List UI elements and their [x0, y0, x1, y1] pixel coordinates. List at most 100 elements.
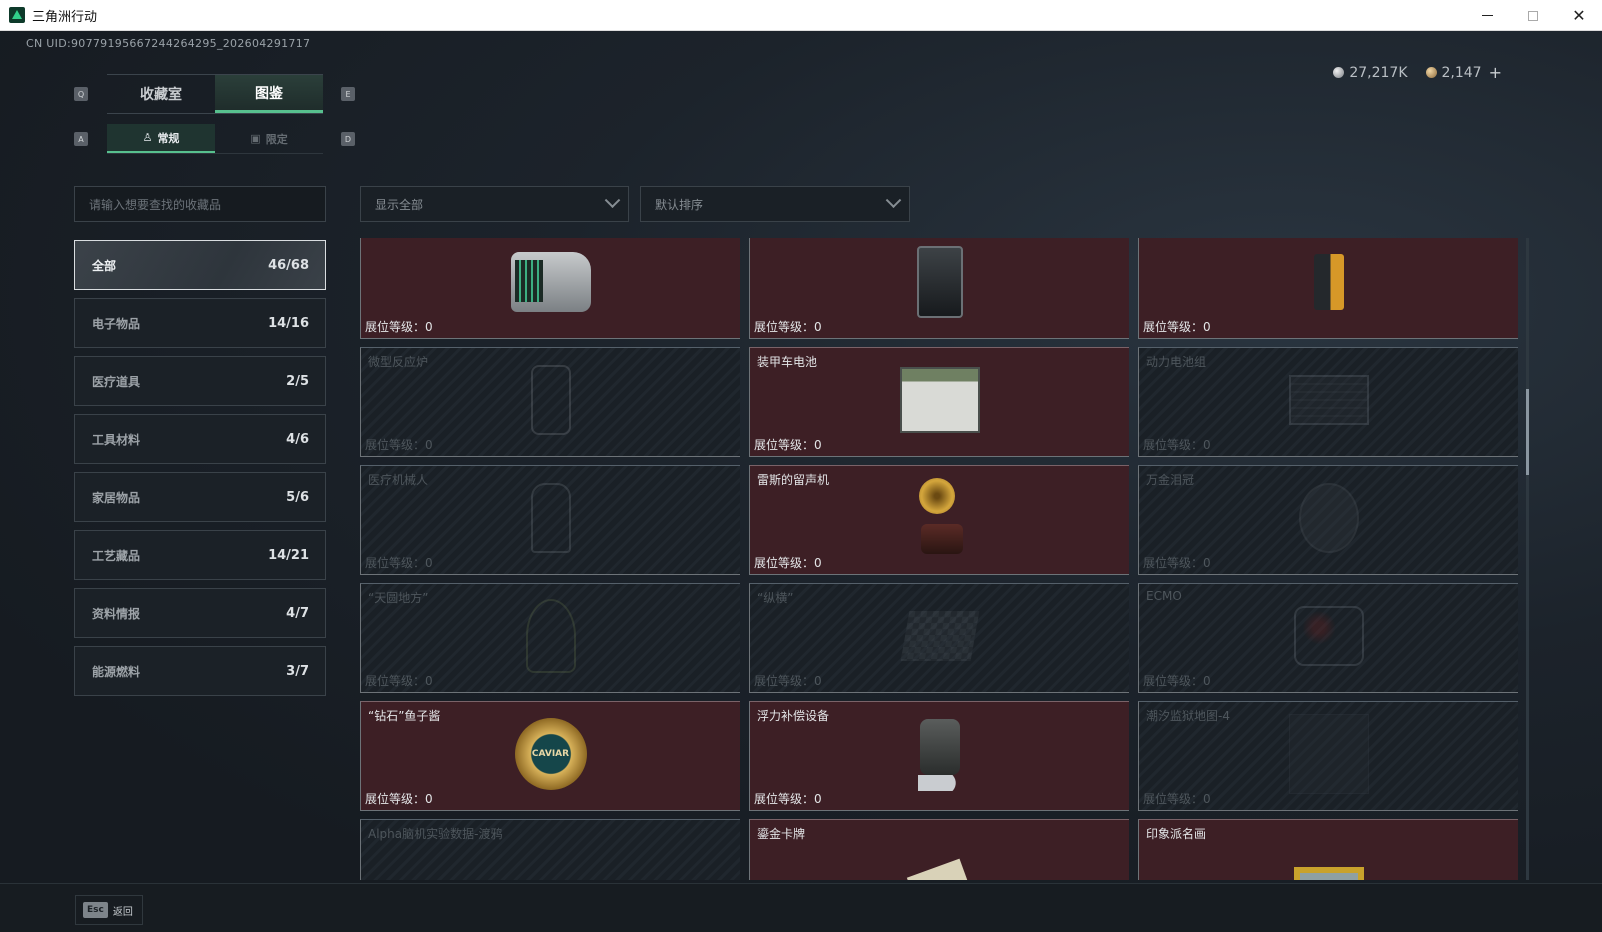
- battery-icon: [899, 367, 980, 433]
- uid-label: CN UID:90779195667244264295_202604291717: [26, 37, 311, 50]
- category-count: 46/68: [268, 257, 309, 273]
- collection-item-card[interactable]: 鎏金卡牌: [749, 819, 1129, 880]
- ecmo-icon: [1293, 606, 1364, 666]
- item-thumbnail: [1289, 478, 1369, 558]
- map-icon: [1288, 714, 1369, 794]
- category-label: 家居物品: [92, 490, 141, 505]
- category-tools[interactable]: 工具材料 4/6: [74, 414, 326, 464]
- alpha-icon: [531, 852, 571, 880]
- app-logo-icon: [9, 7, 25, 23]
- category-all[interactable]: 全部 46/68: [74, 240, 326, 290]
- subtab-limited-label: 限定: [265, 132, 288, 146]
- bottom-bar: Esc 返回: [0, 883, 1602, 932]
- item-display-level: 展位等级：0: [754, 790, 822, 807]
- display-level-value: 0: [425, 438, 433, 452]
- item-thumbnail: [900, 478, 980, 558]
- display-level-value: 0: [425, 556, 433, 570]
- category-list: 全部 46/68 电子物品 14/16 医疗道具 2/5 工具材料 4/6 家居…: [74, 240, 326, 704]
- gold-coin-icon: [1425, 67, 1437, 78]
- category-count: 5/6: [286, 489, 309, 505]
- category-count: 14/21: [268, 547, 309, 563]
- display-level-label: 展位等级：: [754, 674, 815, 688]
- chess-icon: [900, 611, 979, 661]
- collection-item-card[interactable]: 万金泪冠展位等级：0: [1138, 465, 1518, 575]
- close-button[interactable]: ✕: [1556, 0, 1602, 31]
- item-thumbnail: [1289, 596, 1369, 676]
- grid-scrollbar-track[interactable]: [1526, 238, 1529, 880]
- subtab-regular-label: 常规: [157, 131, 180, 145]
- buoy-icon: [914, 713, 966, 795]
- collection-item-card[interactable]: 浮力补偿设备展位等级：0: [749, 701, 1129, 811]
- category-household[interactable]: 家居物品 5/6: [74, 472, 326, 522]
- esc-key-icon: Esc: [83, 902, 108, 918]
- category-count: 3/7: [286, 663, 309, 679]
- sub-tabs: ♙ 常规 ▣ 限定: [107, 124, 323, 154]
- item-thumbnail: [1288, 360, 1369, 440]
- display-level-value: 0: [1203, 320, 1211, 334]
- minimize-button[interactable]: [1464, 0, 1510, 31]
- currency-gold: 2,147 +: [1425, 63, 1502, 82]
- category-intel[interactable]: 资料情报 4/7: [74, 588, 326, 638]
- add-currency-button[interactable]: +: [1488, 63, 1502, 82]
- item-thumbnail: [1289, 242, 1369, 322]
- bag-icon: [1313, 254, 1344, 310]
- collection-item-card[interactable]: “纵横”展位等级：0: [749, 583, 1129, 693]
- collection-item-card[interactable]: 医疗机械人展位等级：0: [360, 465, 740, 575]
- back-button[interactable]: Esc 返回: [75, 895, 143, 925]
- item-name: ECMO: [1146, 589, 1182, 603]
- item-thumbnail: [900, 714, 980, 794]
- collection-item-card[interactable]: 动力电池组展位等级：0: [1138, 347, 1518, 457]
- item-name: 鎏金卡牌: [757, 827, 806, 841]
- game-viewport: CN UID:90779195667244264295_202604291717…: [0, 31, 1602, 932]
- item-thumbnail: [511, 478, 591, 558]
- category-energy[interactable]: 能源燃料 3/7: [74, 646, 326, 696]
- collection-item-card[interactable]: 雷斯的留声机展位等级：0: [749, 465, 1129, 575]
- caviar-icon: CAVIAR: [514, 718, 587, 790]
- search-input[interactable]: 请输入想要查找的收藏品: [74, 186, 326, 222]
- category-electronics[interactable]: 电子物品 14/16: [74, 298, 326, 348]
- item-thumbnail: [900, 596, 980, 676]
- tab-collection-room[interactable]: 收藏室: [140, 87, 182, 103]
- category-label: 资料情报: [92, 606, 141, 621]
- collection-item-card[interactable]: 展位等级：0: [360, 238, 740, 339]
- subtab-limited[interactable]: ▣ 限定: [215, 124, 323, 153]
- display-level-value: 0: [1203, 556, 1211, 570]
- minimize-icon: [1481, 15, 1493, 16]
- item-display-level: 展位等级：0: [1143, 790, 1211, 807]
- key-hint-d: D: [341, 132, 355, 146]
- currency-silver: 27,217K: [1333, 65, 1408, 81]
- item-thumbnail: [511, 360, 591, 440]
- collection-item-card[interactable]: Alpha脑机实验数据-渡鸦: [360, 819, 740, 880]
- helmet-icon: [1298, 483, 1359, 553]
- maximize-button[interactable]: [1510, 0, 1556, 31]
- category-medical[interactable]: 医疗道具 2/5: [74, 356, 326, 406]
- display-level-label: 展位等级：: [1143, 438, 1204, 452]
- category-label: 全部: [92, 258, 117, 273]
- category-crafts[interactable]: 工艺藏品 14/21: [74, 530, 326, 580]
- subtab-regular[interactable]: ♙ 常规: [107, 124, 215, 153]
- filter-dropdown[interactable]: 显示全部: [360, 186, 629, 222]
- collection-item-card[interactable]: 微型反应炉展位等级：0: [360, 347, 740, 457]
- collection-item-card[interactable]: “天圆地方”展位等级：0: [360, 583, 740, 693]
- painting-icon: [1293, 867, 1364, 880]
- category-label: 能源燃料: [92, 664, 141, 679]
- item-thumbnail: [899, 360, 980, 440]
- sort-dropdown[interactable]: 默认排序: [640, 186, 910, 222]
- card-icon: [906, 858, 973, 880]
- collection-item-card[interactable]: 展位等级：0: [1138, 238, 1518, 339]
- collection-item-card[interactable]: 装甲车电池展位等级：0: [749, 347, 1129, 457]
- collection-item-card[interactable]: 印象派名画: [1138, 819, 1518, 880]
- collection-item-card[interactable]: 展位等级：0: [749, 238, 1129, 339]
- grid-scrollbar-thumb[interactable]: [1526, 389, 1529, 475]
- tab-catalog[interactable]: 图鉴: [215, 75, 323, 113]
- currency-bar: 27,217K 2,147 +: [1333, 63, 1502, 82]
- item-name: “天圆地方”: [368, 591, 429, 605]
- cleaner-icon: [916, 246, 963, 318]
- item-thumbnail: CAVIAR: [511, 714, 591, 794]
- item-thumbnail: [900, 832, 980, 880]
- category-label: 医疗道具: [92, 374, 141, 389]
